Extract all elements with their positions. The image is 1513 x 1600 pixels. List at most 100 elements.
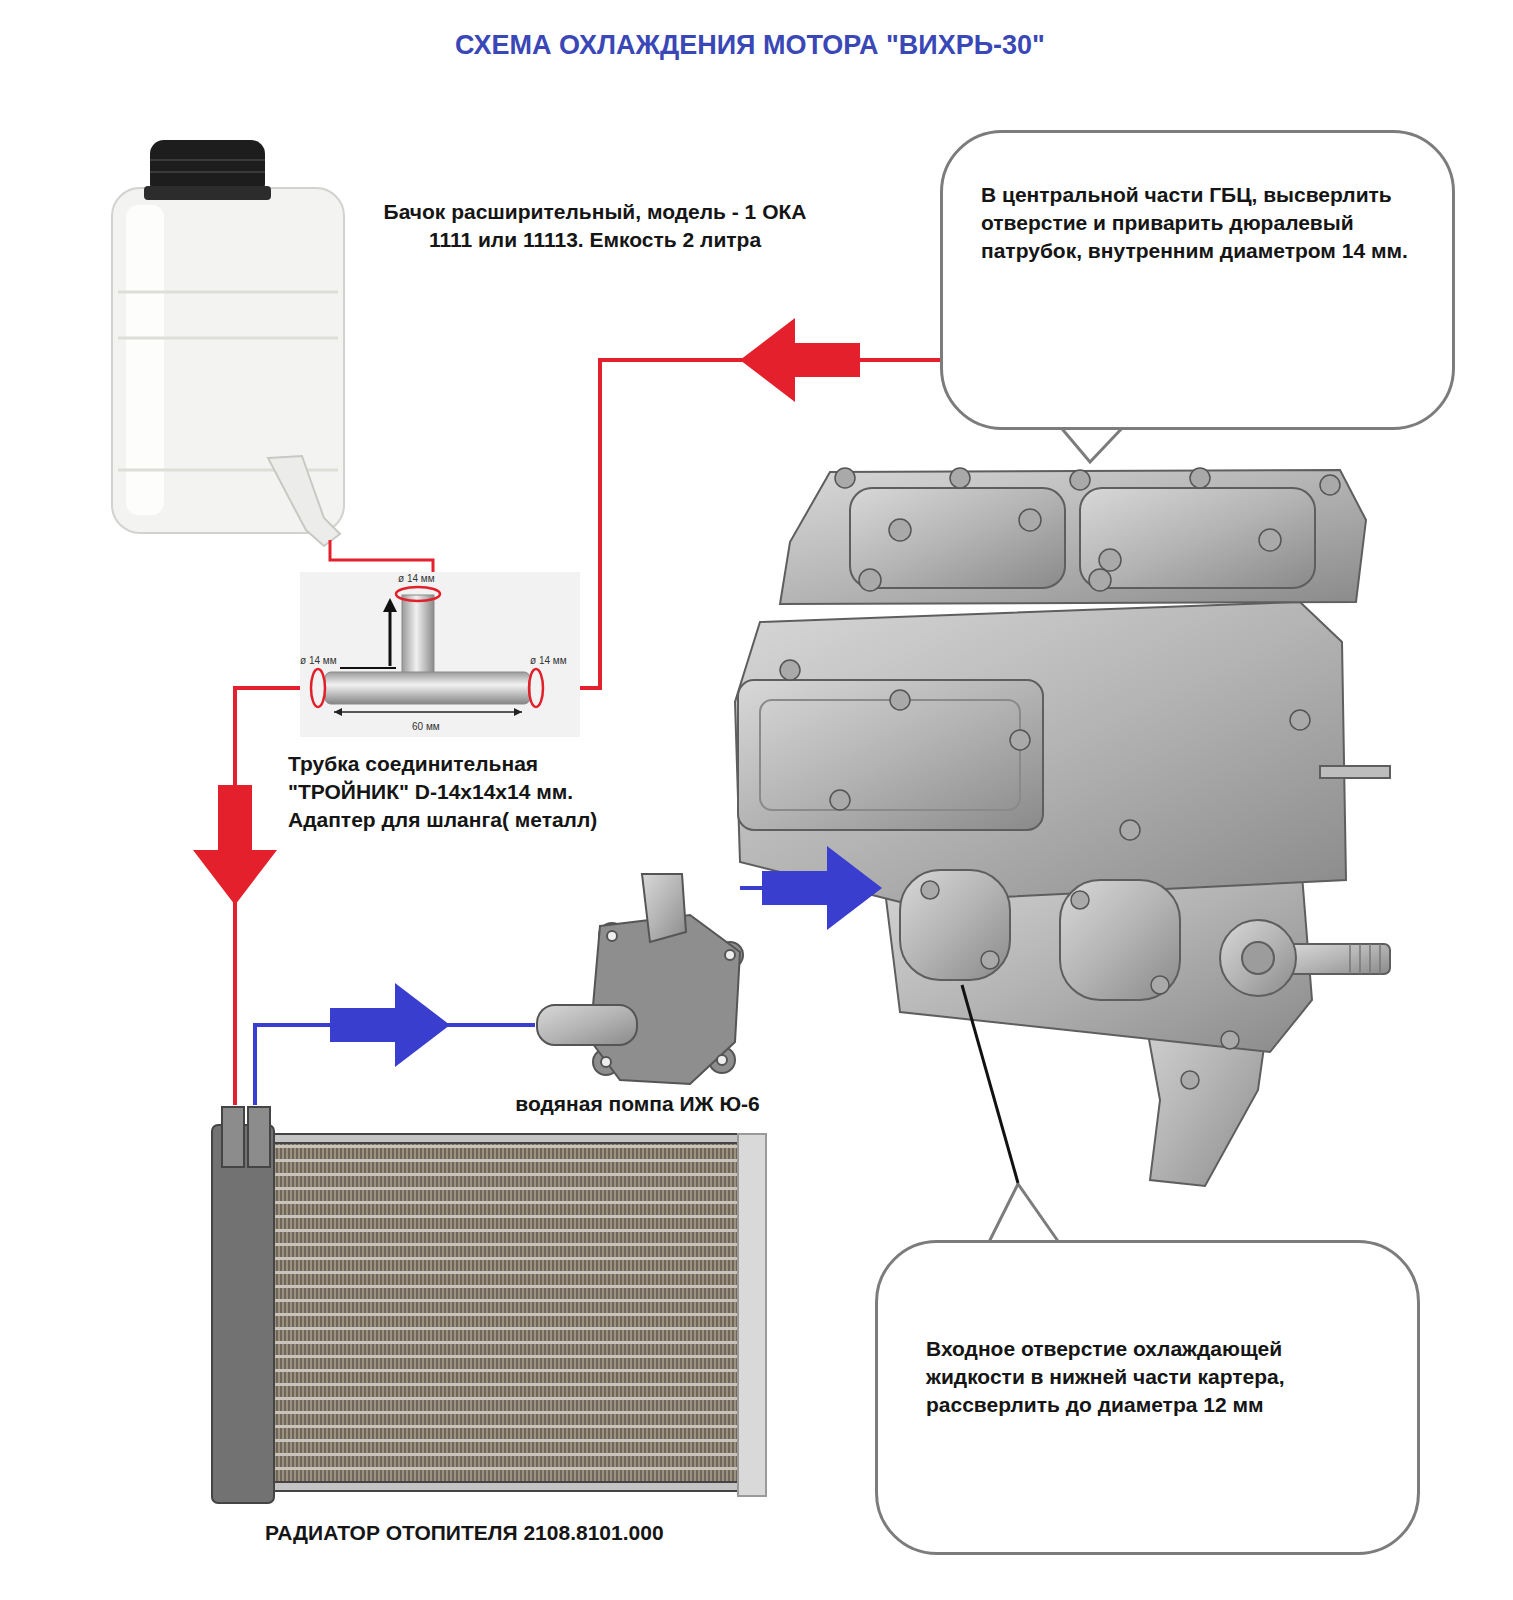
heater-radiator-part <box>270 1134 740 1143</box>
tee-fitting-part <box>334 708 522 716</box>
engine-part-part <box>1071 891 1089 909</box>
engine-part-part <box>780 660 800 680</box>
connector <box>330 540 433 572</box>
water-pump-part <box>590 915 740 1084</box>
water-pump-part <box>717 1055 727 1065</box>
heater-radiator <box>212 1107 766 1503</box>
flow-arrow <box>193 785 277 905</box>
engine-part <box>780 470 1366 604</box>
part-caption: РАДИАТОР ОТОПИТЕЛЯ 2108.8101.000 <box>265 1519 785 1547</box>
tee-fitting-part <box>402 595 434 677</box>
expansion-tank-part <box>268 456 340 546</box>
tee-fitting-part <box>300 572 580 737</box>
engine-part <box>760 700 1020 810</box>
callout-box: В центральной части ГБЦ, высверлить отве… <box>940 130 1455 430</box>
engine-part <box>1242 942 1274 974</box>
part-caption: Трубка соединительная "ТРОЙНИК" D-14x14x… <box>288 750 658 834</box>
expansion-tank-part <box>144 186 271 200</box>
tee-fitting-part <box>383 598 397 612</box>
flow-arrow <box>740 318 860 402</box>
engine-part <box>1060 880 1180 1000</box>
heater-radiator: РАДИАТОР ОТОПИТЕЛЯ 2108.8101.000 <box>210 1105 765 1510</box>
engine-part-part <box>1320 475 1340 495</box>
callout-text: В центральной части ГБЦ, высверлить отве… <box>981 181 1436 265</box>
tee-fitting-part <box>334 711 522 713</box>
engine-part <box>850 488 1065 588</box>
engine-part-part <box>1089 569 1111 591</box>
expansion-tank: Бачок расширительный, модель - 1 ОКА 111… <box>110 140 350 540</box>
connector <box>580 318 940 688</box>
engine-part-part <box>1290 710 1310 730</box>
engine-part-part <box>830 790 850 810</box>
tee-fitting-part <box>340 667 396 669</box>
dimension-label: 60 мм <box>412 721 440 733</box>
engine-part <box>735 602 1346 902</box>
engine <box>735 468 1390 1186</box>
connector-line <box>580 360 940 688</box>
connector <box>193 688 300 1105</box>
engine-part-part <box>1190 468 1210 488</box>
tee-fitting-part <box>389 610 392 666</box>
heater-radiator-part <box>270 1482 740 1491</box>
water-pump-part <box>607 931 617 941</box>
engine-part-part <box>981 951 999 969</box>
dimension-label: ø 14 мм <box>300 655 337 667</box>
connector <box>255 983 535 1105</box>
connector <box>740 846 1018 1183</box>
connector-line <box>235 688 300 1105</box>
engine-part-part <box>859 569 881 591</box>
connector-line <box>330 540 433 572</box>
engine-part <box>1220 920 1296 996</box>
part-caption: водяная помпа ИЖ Ю-6 <box>495 1090 780 1118</box>
expansion-tank <box>112 140 344 546</box>
engine-part-part <box>1010 730 1030 750</box>
heater-radiator-part <box>222 1107 244 1167</box>
engine-part-part <box>1221 1031 1239 1049</box>
engine-part-part <box>835 468 855 488</box>
engine-part-part <box>1099 549 1121 571</box>
engine-part-part <box>1120 820 1140 840</box>
engine-part <box>780 468 1340 1089</box>
engine-part-part <box>950 468 970 488</box>
engine-part-part <box>921 881 939 899</box>
water-pump-part <box>642 874 686 942</box>
engine-part <box>738 680 1043 830</box>
engine-part <box>900 870 1010 980</box>
tee-fitting-part <box>396 587 440 601</box>
engine-part-part <box>1181 1071 1199 1089</box>
heater-radiator-part <box>248 1107 270 1167</box>
water-pump <box>537 874 743 1084</box>
tee-fitting: Трубка соединительная "ТРОЙНИК" D-14x14x… <box>300 572 580 737</box>
engine-part-part <box>1019 509 1041 531</box>
engine-part <box>1350 944 1380 974</box>
water-pump-part <box>537 1005 637 1045</box>
engine-part-part <box>1070 470 1090 490</box>
tee-fitting-part <box>325 672 530 704</box>
engine-part <box>1080 488 1315 588</box>
flow-arrow <box>330 983 450 1067</box>
engine-part-part <box>889 519 911 541</box>
callout-tail-part <box>988 1184 1060 1244</box>
water-pump: водяная помпа ИЖ Ю-6 <box>535 870 740 1085</box>
engine-part <box>1320 766 1390 778</box>
callout-tail <box>988 424 1126 1244</box>
tee-fitting-part <box>529 669 543 707</box>
callout-text: Входное отверстие охлаждающей жидкости в… <box>926 1335 1386 1419</box>
heater-radiator-part <box>212 1125 274 1503</box>
heater-radiator-part <box>270 1140 740 1485</box>
expansion-tank-part <box>118 292 338 470</box>
callout-box: Входное отверстие охлаждающей жидкости в… <box>875 1240 1420 1555</box>
heater-radiator-part <box>738 1134 766 1496</box>
tee-fitting-part <box>311 669 325 707</box>
flow-arrow <box>762 846 882 930</box>
diagram-title: СХЕМА ОХЛАЖДЕНИЯ МОТОРА "ВИХРЬ-30" <box>0 28 1500 62</box>
expansion-tank-part <box>150 160 265 172</box>
leader-line <box>962 985 1018 1183</box>
engine-part-part <box>1151 976 1169 994</box>
water-pump-part <box>601 1057 611 1067</box>
dimension-label: ø 14 мм <box>398 573 435 585</box>
tee-fitting <box>300 572 580 737</box>
engine-part <box>1288 944 1390 974</box>
water-pump-part <box>725 950 735 960</box>
